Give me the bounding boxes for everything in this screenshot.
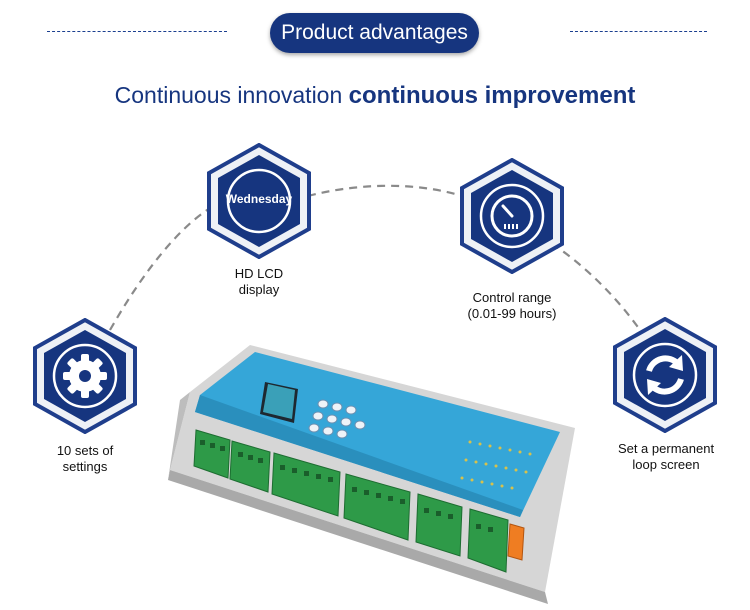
feature-range (458, 157, 566, 275)
feature-loop-line1: Set a permanent (617, 441, 715, 456)
gauge-icon (460, 157, 564, 275)
feature-settings-line1: 10 sets of (56, 443, 114, 458)
header-rule-left (47, 31, 227, 32)
feature-loop (611, 316, 719, 434)
gear-icon (33, 317, 137, 435)
feature-lcd-label: HD LCD display (214, 266, 304, 298)
feature-settings-label: 10 sets of settings (35, 443, 135, 475)
headline: Continuous innovation continuous improve… (0, 82, 750, 110)
header-rule-right (570, 31, 707, 32)
headline-bold: continuous improvement (348, 82, 636, 109)
feature-range-line2: (0.01-99 hours) (467, 306, 557, 321)
section-title-pill: Product advantages (270, 13, 479, 53)
feature-settings (31, 317, 139, 435)
feature-range-line1: Control range (472, 290, 552, 305)
feature-lcd-line2: display (238, 282, 280, 297)
lcd-screen-icon (207, 142, 311, 260)
feature-lcd: Wednesday (205, 142, 313, 260)
feature-range-label: Control range (0.01-99 hours) (448, 290, 576, 322)
feature-lcd-line1: HD LCD (234, 266, 284, 281)
feature-loop-label: Set a permanent loop screen (603, 441, 729, 473)
feature-settings-line2: settings (62, 459, 108, 474)
lcd-screen-text: Wednesday (225, 192, 293, 206)
refresh-icon (613, 316, 717, 434)
feature-loop-line2: loop screen (632, 457, 700, 472)
headline-normal: Continuous innovation (114, 82, 349, 108)
